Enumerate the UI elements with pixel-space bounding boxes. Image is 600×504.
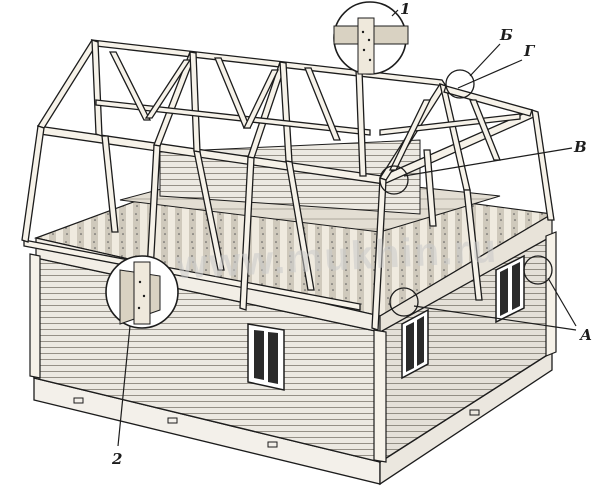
leader-lines	[117, 9, 577, 447]
window-front	[247, 323, 285, 391]
label-b: Б	[499, 26, 513, 44]
window-side-right	[495, 254, 525, 324]
detail-circle-1	[333, 1, 409, 75]
detail-circle-2	[105, 255, 179, 329]
detail-callouts	[105, 1, 553, 329]
callout-labels: 1 2 Б Г В А	[111, 0, 592, 468]
label-2: 2	[111, 450, 122, 468]
detail-circle-b	[445, 69, 475, 99]
detail-circle-v	[379, 165, 409, 195]
window-side-left	[401, 308, 429, 380]
label-g: Г	[523, 42, 536, 60]
corner-posts	[29, 231, 557, 463]
roof-frame	[21, 39, 555, 331]
label-a: А	[579, 326, 592, 344]
label-1: 1	[400, 0, 410, 18]
detail-circle-a-right	[523, 255, 553, 285]
label-v: В	[573, 138, 587, 156]
windows	[247, 254, 525, 391]
detail-circle-a-left	[389, 287, 419, 317]
